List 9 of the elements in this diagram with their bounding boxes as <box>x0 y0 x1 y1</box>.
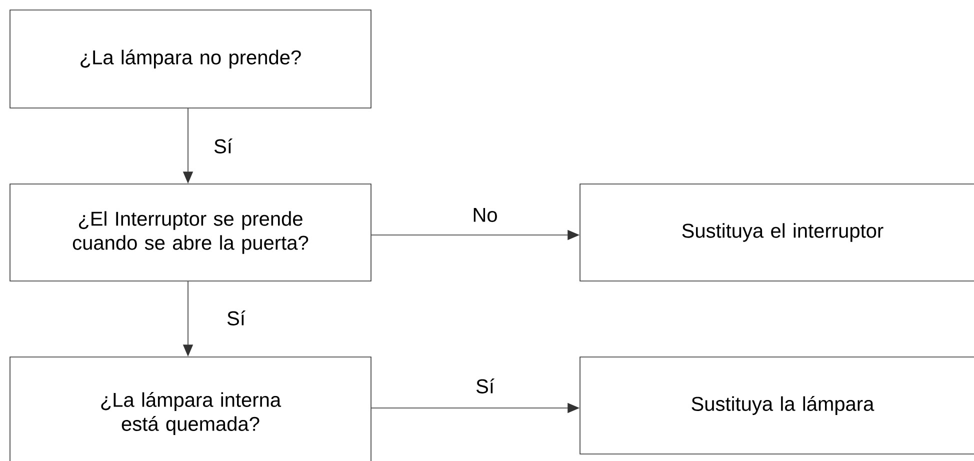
process-box: Sustituya el interruptor <box>580 184 974 282</box>
edge-label: Sí <box>212 138 234 154</box>
edge-label: Sí <box>474 378 496 394</box>
edge-label: No <box>471 207 499 223</box>
process-box: ¿La lámpara no prende? <box>10 10 372 108</box>
process-box: ¿La lámpara interna está quemada? <box>10 356 372 461</box>
edge-label: Sí <box>226 310 246 326</box>
process-box: Sustituya la lámpara <box>580 356 974 454</box>
process-box: ¿El Interruptor se prende cuando se abre la puerta? <box>10 184 372 282</box>
